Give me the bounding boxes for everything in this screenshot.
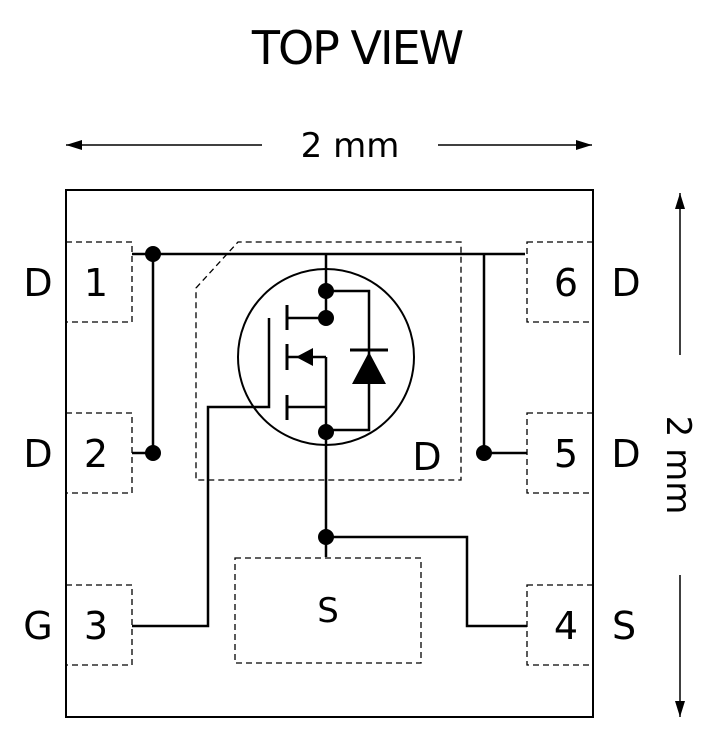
pin-pad-6 (526, 241, 594, 323)
pin-number-3: 3 (84, 604, 108, 648)
pin-function-3: G (23, 604, 52, 648)
pin-pad-1 (65, 241, 133, 323)
pin-function-2: D (23, 432, 52, 476)
width-dimension: 2 mm (66, 126, 592, 166)
mosfet-symbol (237, 268, 415, 446)
wiring (132, 252, 527, 628)
pin-number-2: 2 (84, 432, 108, 476)
pin-function-4: S (612, 604, 636, 648)
body-diode (350, 348, 388, 384)
width-dimension-label: 2 mm (301, 126, 400, 166)
source-pad (234, 557, 422, 664)
pin-number-4: 4 (554, 604, 578, 648)
pin-function-6: D (611, 261, 640, 305)
drain-pad (195, 241, 462, 481)
body-arrow (296, 348, 313, 366)
source-pad-label: S (317, 591, 339, 631)
pin-number-5: 5 (554, 432, 578, 476)
height-dimension: 2 mm (658, 193, 698, 717)
pin-function-5: D (611, 432, 640, 476)
mosfet-enclosure (237, 268, 415, 446)
pin-function-1: D (23, 261, 52, 305)
pin-number-6: 6 (554, 261, 578, 305)
diagram-title: TOP VIEW (251, 21, 463, 75)
height-dimension-label: 2 mm (658, 416, 698, 515)
drain-pad-label: D (412, 435, 441, 479)
junction-dots (145, 246, 492, 545)
pin-number-1: 1 (84, 261, 108, 305)
pin-pads (65, 241, 594, 666)
